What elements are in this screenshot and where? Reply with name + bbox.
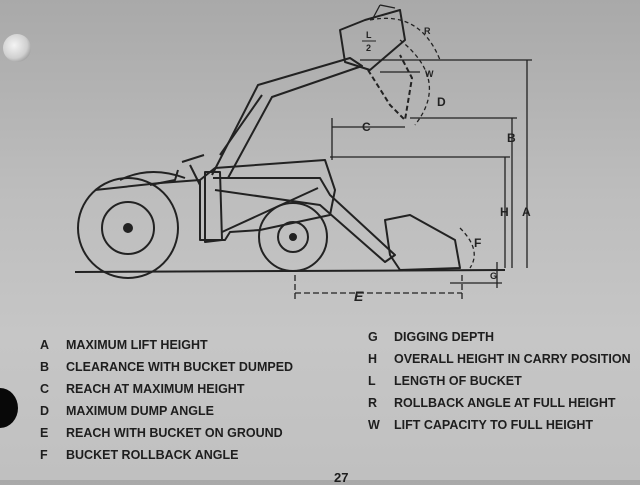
label-d: D	[437, 95, 446, 109]
legend-text: REACH AT MAXIMUM HEIGHT	[66, 382, 245, 396]
legend-text: DIGGING DEPTH	[394, 330, 495, 344]
label-c: C	[362, 120, 371, 134]
fender	[119, 170, 186, 181]
legend-text: REACH WITH BUCKET ON GROUND	[66, 426, 283, 440]
dumped-bucket	[367, 54, 413, 121]
label-h: H	[500, 205, 509, 219]
legend-key: L	[368, 374, 376, 388]
legend-key: C	[40, 382, 50, 396]
legend-key: B	[40, 360, 50, 374]
label-r: R	[424, 26, 431, 36]
legend-key: E	[40, 426, 49, 440]
seat	[149, 169, 179, 186]
legend-item: E REACH WITH BUCKET ON GROUND	[40, 426, 283, 440]
legend-key: R	[368, 396, 378, 410]
binder-hole	[0, 388, 18, 428]
legend-text: ROLLBACK ANGLE AT FULL HEIGHT	[394, 396, 616, 410]
legend-key: G	[368, 330, 378, 344]
lift-cylinder-raised	[219, 94, 263, 156]
legend-item: L LENGTH OF BUCKET	[368, 374, 522, 388]
steering-wheel	[181, 154, 205, 186]
dim-a	[360, 59, 532, 268]
dim-g	[450, 262, 502, 288]
label-l-denominator: 2	[366, 43, 371, 53]
label-a: A	[522, 205, 531, 219]
label-f: F	[474, 236, 481, 250]
dim-h	[330, 156, 510, 268]
front-wheel	[258, 202, 328, 272]
legend-item: C REACH AT MAXIMUM HEIGHT	[40, 382, 244, 396]
legend-text: CLEARANCE WITH BUCKET DUMPED	[66, 360, 294, 374]
dim-l	[371, 4, 396, 21]
legend-item: H OVERALL HEIGHT IN CARRY POSITION	[368, 352, 631, 366]
loader-tower	[204, 171, 223, 243]
label-e: E	[354, 288, 364, 304]
lift-cylinder-lowered	[221, 187, 319, 233]
arc-f	[459, 227, 475, 269]
legend-item: R ROLLBACK ANGLE AT FULL HEIGHT	[368, 396, 616, 410]
lowered-bucket	[384, 214, 461, 271]
dim-b	[410, 117, 517, 268]
raised-bucket	[339, 9, 406, 71]
legend-item: D MAXIMUM DUMP ANGLE	[40, 404, 214, 418]
loader-dimension-diagram: A B H C D E F G R W L 2	[74, 4, 532, 304]
legend-text: LIFT CAPACITY TO FULL HEIGHT	[394, 418, 594, 432]
legend-key: A	[40, 338, 50, 352]
dim-c	[331, 118, 405, 160]
tractor-body	[94, 159, 336, 241]
legend-text: MAXIMUM LIFT HEIGHT	[66, 338, 208, 352]
legend-key: H	[368, 352, 378, 366]
legend-item: A MAXIMUM LIFT HEIGHT	[40, 338, 208, 352]
rear-wheel	[77, 177, 179, 279]
legend-key: F	[40, 448, 48, 462]
dim-e	[294, 275, 463, 300]
arc-r	[369, 17, 441, 61]
legend-text: LENGTH OF BUCKET	[394, 374, 522, 388]
arc-d	[399, 39, 430, 126]
raised-arm	[211, 57, 363, 179]
lowered-arm	[213, 177, 396, 263]
legend-text: MAXIMUM DUMP ANGLE	[66, 404, 214, 418]
legend-item: G DIGGING DEPTH	[368, 330, 494, 344]
label-g: G	[490, 271, 497, 281]
legend-item: W LIFT CAPACITY TO FULL HEIGHT	[368, 418, 593, 432]
label-w: W	[425, 69, 434, 79]
page-number: 27	[334, 470, 349, 485]
label-b: B	[507, 131, 516, 145]
punch-hole	[3, 34, 31, 62]
label-l-numerator: L	[366, 30, 372, 40]
legend-text: BUCKET ROLLBACK ANGLE	[66, 448, 239, 462]
legend-key: D	[40, 404, 50, 418]
legend-item: B CLEARANCE WITH BUCKET DUMPED	[40, 360, 293, 374]
legend-text: OVERALL HEIGHT IN CARRY POSITION	[394, 352, 631, 366]
legend-key: W	[368, 418, 380, 432]
legend-item: F BUCKET ROLLBACK ANGLE	[40, 448, 238, 462]
